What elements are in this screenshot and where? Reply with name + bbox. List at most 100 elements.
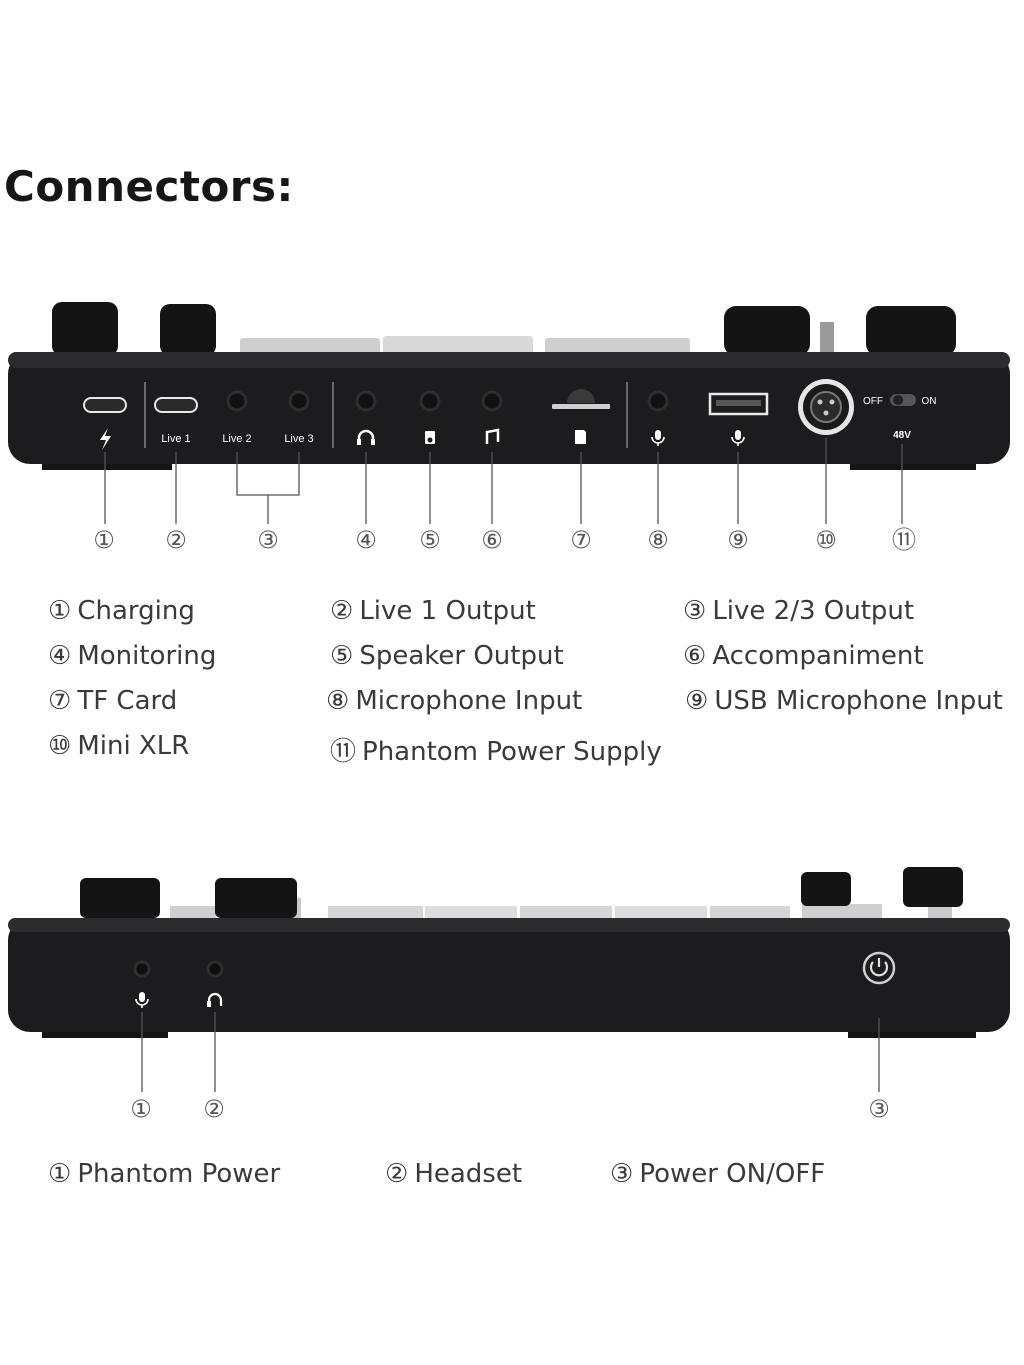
legend-number: ④ xyxy=(48,641,72,671)
audio-jack xyxy=(419,390,441,412)
knob xyxy=(160,304,216,356)
legend-number: ② xyxy=(385,1159,409,1189)
microphone-icon xyxy=(655,430,661,440)
live1-label: Live 1 xyxy=(161,433,190,445)
callout-3: ③ xyxy=(868,1095,890,1123)
leader-lines xyxy=(141,1012,880,1092)
legend-number: ⑨ xyxy=(685,686,709,716)
power-button[interactable] xyxy=(862,951,896,985)
device-body xyxy=(8,918,1010,1032)
knob xyxy=(52,302,118,356)
microphone-icon xyxy=(139,992,145,1002)
legend-label: Monitoring xyxy=(77,641,217,671)
callout-5: ⑤ xyxy=(419,526,441,554)
callout-7: ⑦ xyxy=(570,526,592,554)
legend-number: ⑧ xyxy=(326,686,350,716)
legend-number: ③ xyxy=(683,596,707,626)
headset-icon-cup xyxy=(207,1001,211,1007)
xlr-pin xyxy=(817,399,823,405)
legend-label: TF Card xyxy=(77,686,178,716)
callout-8: ⑧ xyxy=(647,526,669,554)
speaker-icon-cone xyxy=(427,437,433,443)
callout-1: ① xyxy=(130,1095,152,1123)
lightning-icon xyxy=(100,428,111,450)
leader-lines xyxy=(104,438,903,524)
callout-3: ③ xyxy=(257,526,279,554)
page-title: Connectors: xyxy=(4,162,294,211)
audio-jack xyxy=(133,960,151,978)
microphone-icon xyxy=(735,430,741,440)
callouts: ① ② ③ xyxy=(130,1095,890,1123)
headphones-icon-cup xyxy=(357,439,361,445)
knob xyxy=(801,872,851,906)
xlr-port-face xyxy=(810,391,842,423)
knob xyxy=(80,878,160,918)
device-top-edge xyxy=(8,918,1010,932)
knob xyxy=(724,306,810,356)
live2-label: Live 2 xyxy=(222,433,251,445)
tf-card-slot-notch xyxy=(567,389,595,403)
legend-number: ① xyxy=(48,596,72,626)
audio-jack xyxy=(355,390,377,412)
callout-1: ① xyxy=(93,526,115,554)
callout-4: ④ xyxy=(355,526,377,554)
legend-label: Live 1 Output xyxy=(359,596,536,626)
legend-number: ⑩ xyxy=(48,731,72,761)
callouts: ① ② ③ ④ ⑤ ⑥ ⑦ ⑧ ⑨ ⑩ ⑪ xyxy=(93,526,916,554)
legend-label: USB Microphone Input xyxy=(714,686,1003,716)
legend-number: ⑤ xyxy=(330,641,354,671)
legend-label: Phantom Power Supply xyxy=(362,737,662,767)
xlr-pin xyxy=(829,399,835,405)
legend-label: Speaker Output xyxy=(359,641,564,671)
usb-a-port-tongue xyxy=(716,400,761,406)
legend-label: Live 2/3 Output xyxy=(712,596,915,626)
audio-jack xyxy=(481,390,503,412)
device-body xyxy=(8,352,1010,464)
legend-label: Microphone Input xyxy=(355,686,583,716)
on-label: ON xyxy=(922,396,937,407)
top-device: Live 1 Live 2 Live 3 xyxy=(8,302,1010,554)
knob xyxy=(903,867,963,907)
legend-number: ⑪ xyxy=(330,737,357,767)
usb-c-port xyxy=(154,397,198,413)
legend-number: ① xyxy=(48,1159,72,1189)
knob xyxy=(215,878,297,918)
callout-10: ⑩ xyxy=(815,526,837,554)
bottom-device: ① ② ③ xyxy=(8,867,1010,1123)
headset-icon xyxy=(207,992,223,1006)
legend-label: Charging xyxy=(77,596,195,626)
audio-jack xyxy=(226,390,248,412)
live3-label: Live 3 xyxy=(284,433,313,445)
legend-number: ② xyxy=(330,596,354,626)
legend-label: Power ON/OFF xyxy=(639,1159,826,1189)
knob xyxy=(866,306,956,356)
usb-c-port xyxy=(83,397,127,413)
callout-11: ⑪ xyxy=(892,526,916,554)
sd-card-icon xyxy=(575,430,586,444)
legend-number: ③ xyxy=(610,1159,634,1189)
device-top-edge xyxy=(8,352,1010,368)
headphones-icon xyxy=(357,429,375,444)
legend-label: Mini XLR xyxy=(77,731,190,761)
audio-jack xyxy=(288,390,310,412)
audio-jack xyxy=(206,960,224,978)
legend-label: Phantom Power xyxy=(77,1159,281,1189)
legend-label: Accompaniment xyxy=(712,641,924,671)
callout-2: ② xyxy=(165,526,187,554)
legend-number: ⑦ xyxy=(48,686,72,716)
callout-9: ⑨ xyxy=(727,526,749,554)
top-switch-post xyxy=(820,322,834,352)
